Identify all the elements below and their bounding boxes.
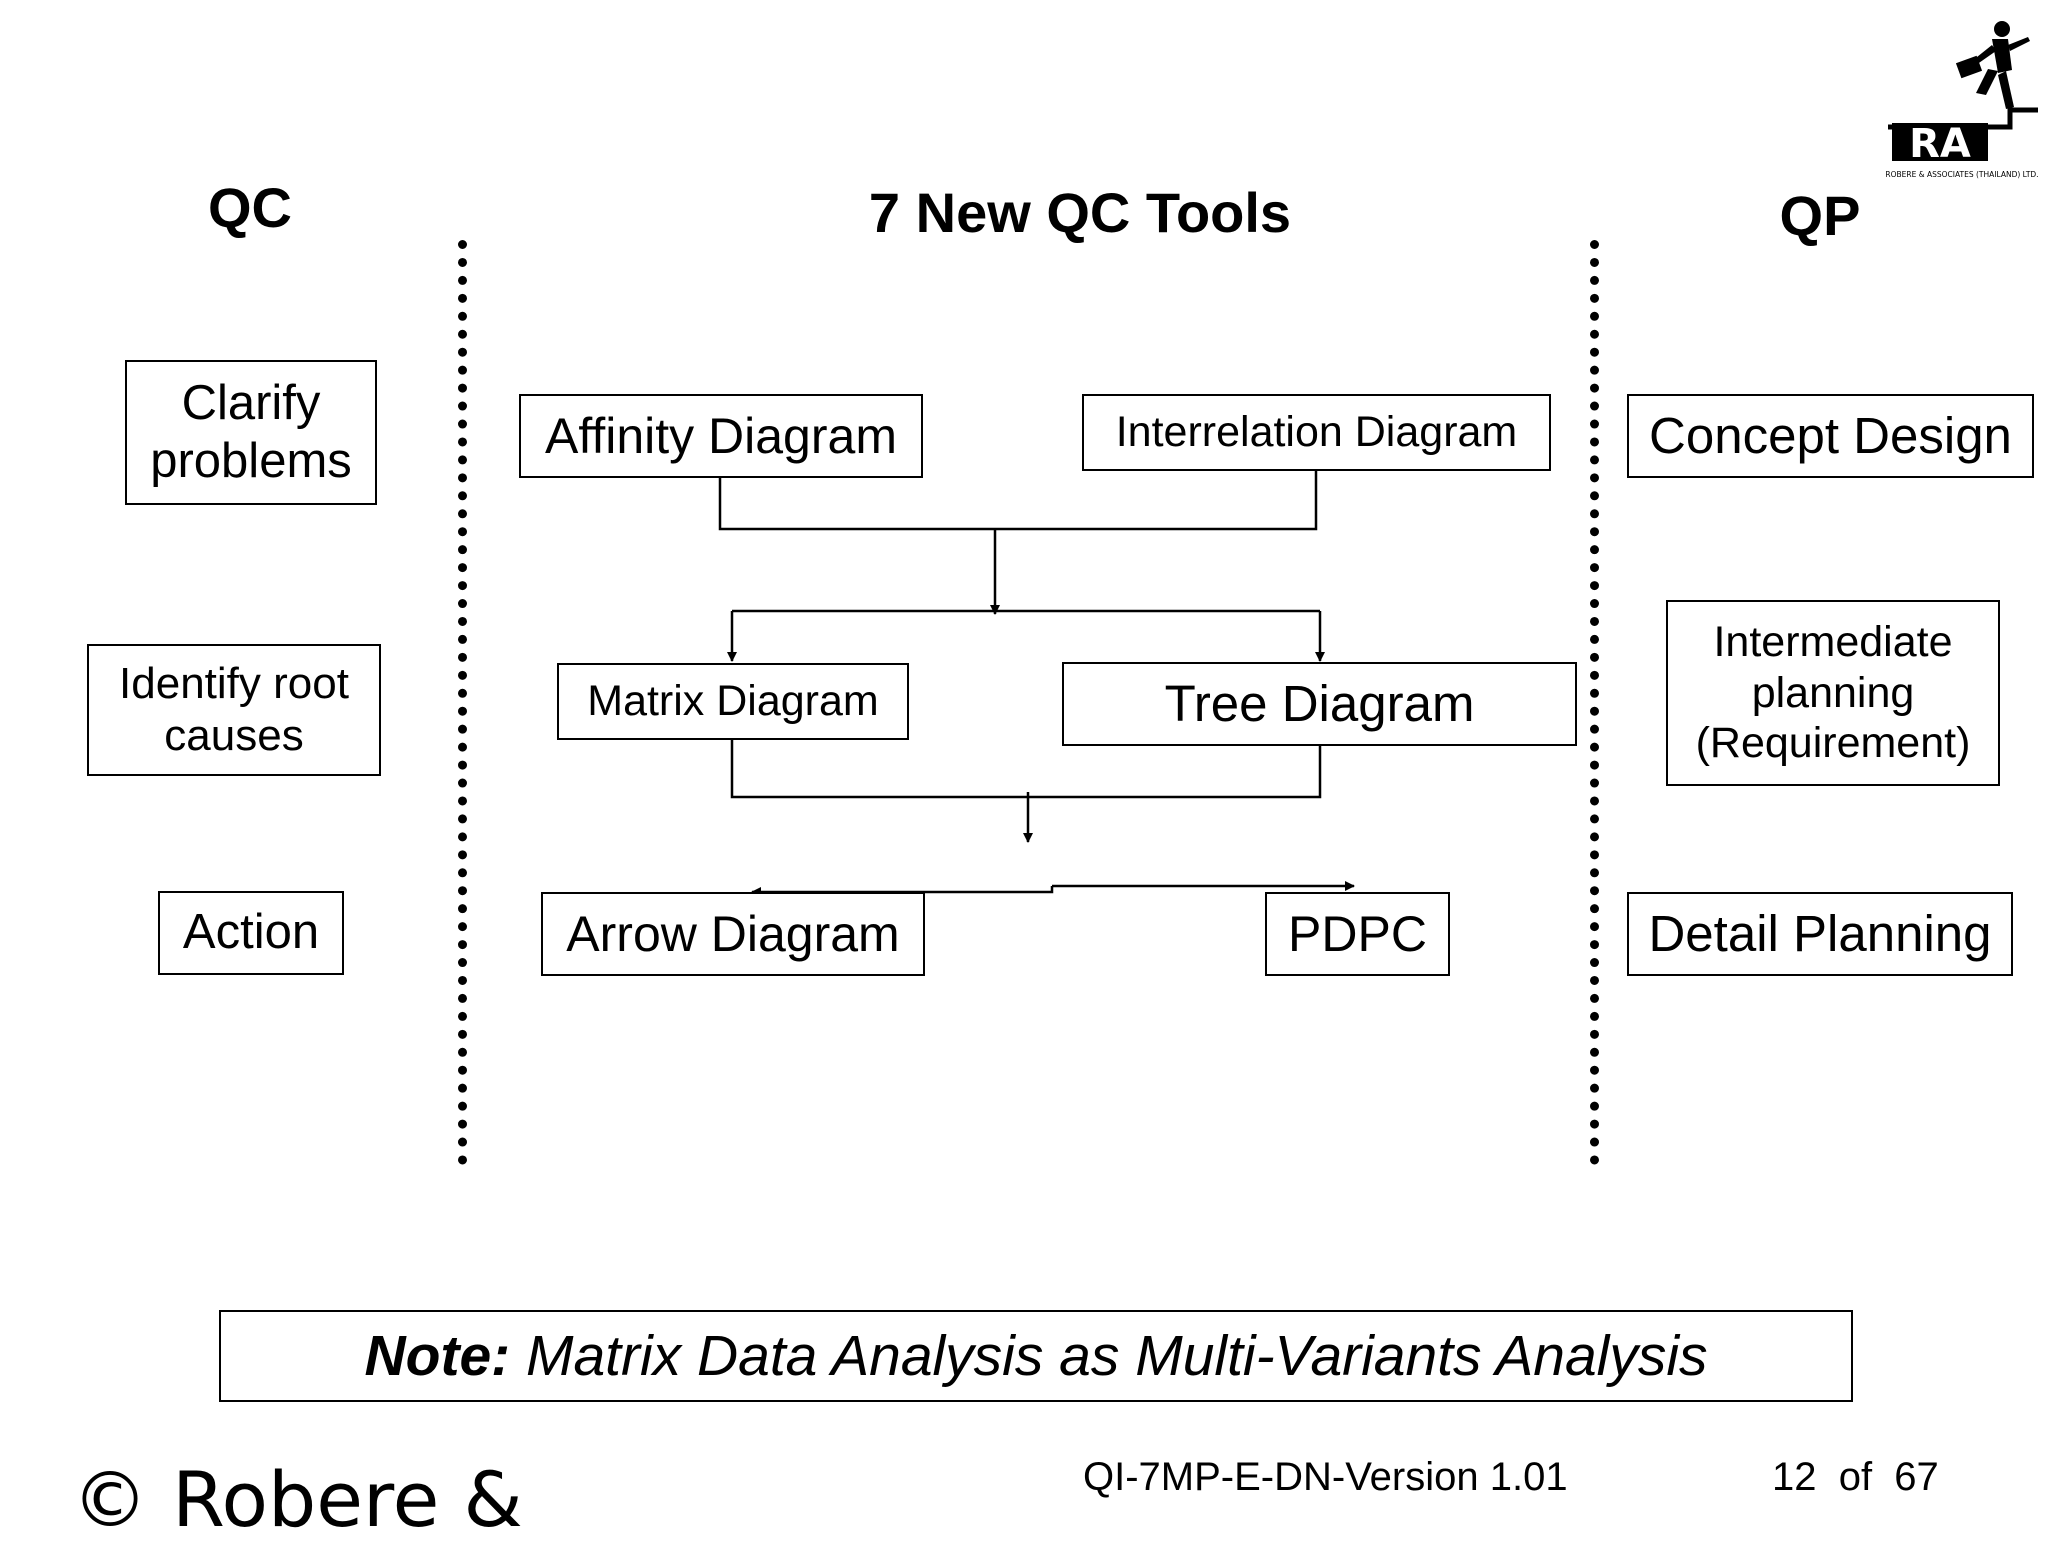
intermediate-planning-box: Intermediate planning (Requirement) xyxy=(1666,600,2000,786)
note-label: Note: xyxy=(364,1324,511,1388)
running-businessman-icon: RA ROBERE & ASSOCIATES (THAILAND) LTD. xyxy=(1885,21,2039,179)
note-text: Note: Matrix Data Analysis as Multi-Vari… xyxy=(364,1323,1707,1389)
detail-planning-label: Detail Planning xyxy=(1648,904,1992,962)
company-logo: RA ROBERE & ASSOCIATES (THAILAND) LTD. xyxy=(1880,15,2040,185)
left-divider xyxy=(458,240,467,1165)
matrix-diagram-label: Matrix Diagram xyxy=(587,677,879,726)
tools-heading: 7 New QC Tools xyxy=(868,181,1292,244)
interrelation-diagram-box: Interrelation Diagram xyxy=(1082,394,1551,471)
logo-letters: RA xyxy=(1909,121,1971,167)
clarify-problems-label: Clarify problems xyxy=(150,375,352,488)
pdpc-box: PDPC xyxy=(1265,892,1450,976)
affinity-diagram-box: Affinity Diagram xyxy=(519,394,923,478)
concept-design-label: Concept Design xyxy=(1649,406,2012,464)
arrow-diagram-label: Arrow Diagram xyxy=(566,905,900,962)
qp-heading: QP xyxy=(1779,184,1861,247)
page-number: 12 of 67 xyxy=(1772,1455,1939,1499)
document-version: QI-7MP-E-DN-Version 1.01 xyxy=(1083,1455,1568,1499)
note-box: Note: Matrix Data Analysis as Multi-Vari… xyxy=(219,1310,1853,1402)
interrelation-diagram-label: Interrelation Diagram xyxy=(1115,408,1518,457)
logo-caption: ROBERE & ASSOCIATES (THAILAND) LTD. xyxy=(1885,170,2038,179)
affinity-interrelation-merge-line xyxy=(718,471,1318,531)
action-label: Action xyxy=(182,905,320,960)
note-body: Matrix Data Analysis as Multi-Variants A… xyxy=(510,1324,1708,1388)
affinity-diagram-label: Affinity Diagram xyxy=(545,407,897,464)
identify-root-causes-label: Identify root causes xyxy=(119,659,349,760)
right-divider xyxy=(1590,240,1599,1165)
identify-root-causes-box: Identify root causes xyxy=(87,644,381,776)
matrix-tree-merge-line xyxy=(730,740,1322,799)
matrix-diagram-box: Matrix Diagram xyxy=(557,663,909,740)
qc-heading: QC xyxy=(208,176,292,239)
concept-design-box: Concept Design xyxy=(1627,394,2034,478)
intermediate-planning-label: Intermediate planning (Requirement) xyxy=(1695,617,1971,768)
action-box: Action xyxy=(158,891,344,975)
arrow-diagram-box: Arrow Diagram xyxy=(541,892,925,976)
tree-diagram-label: Tree Diagram xyxy=(1164,674,1475,732)
clarify-problems-box: Clarify problems xyxy=(125,360,377,505)
tree-diagram-box: Tree Diagram xyxy=(1062,662,1577,746)
pdpc-label: PDPC xyxy=(1288,905,1427,962)
copyright-text: © Robere & xyxy=(72,1455,523,1544)
detail-planning-box: Detail Planning xyxy=(1627,892,2013,976)
